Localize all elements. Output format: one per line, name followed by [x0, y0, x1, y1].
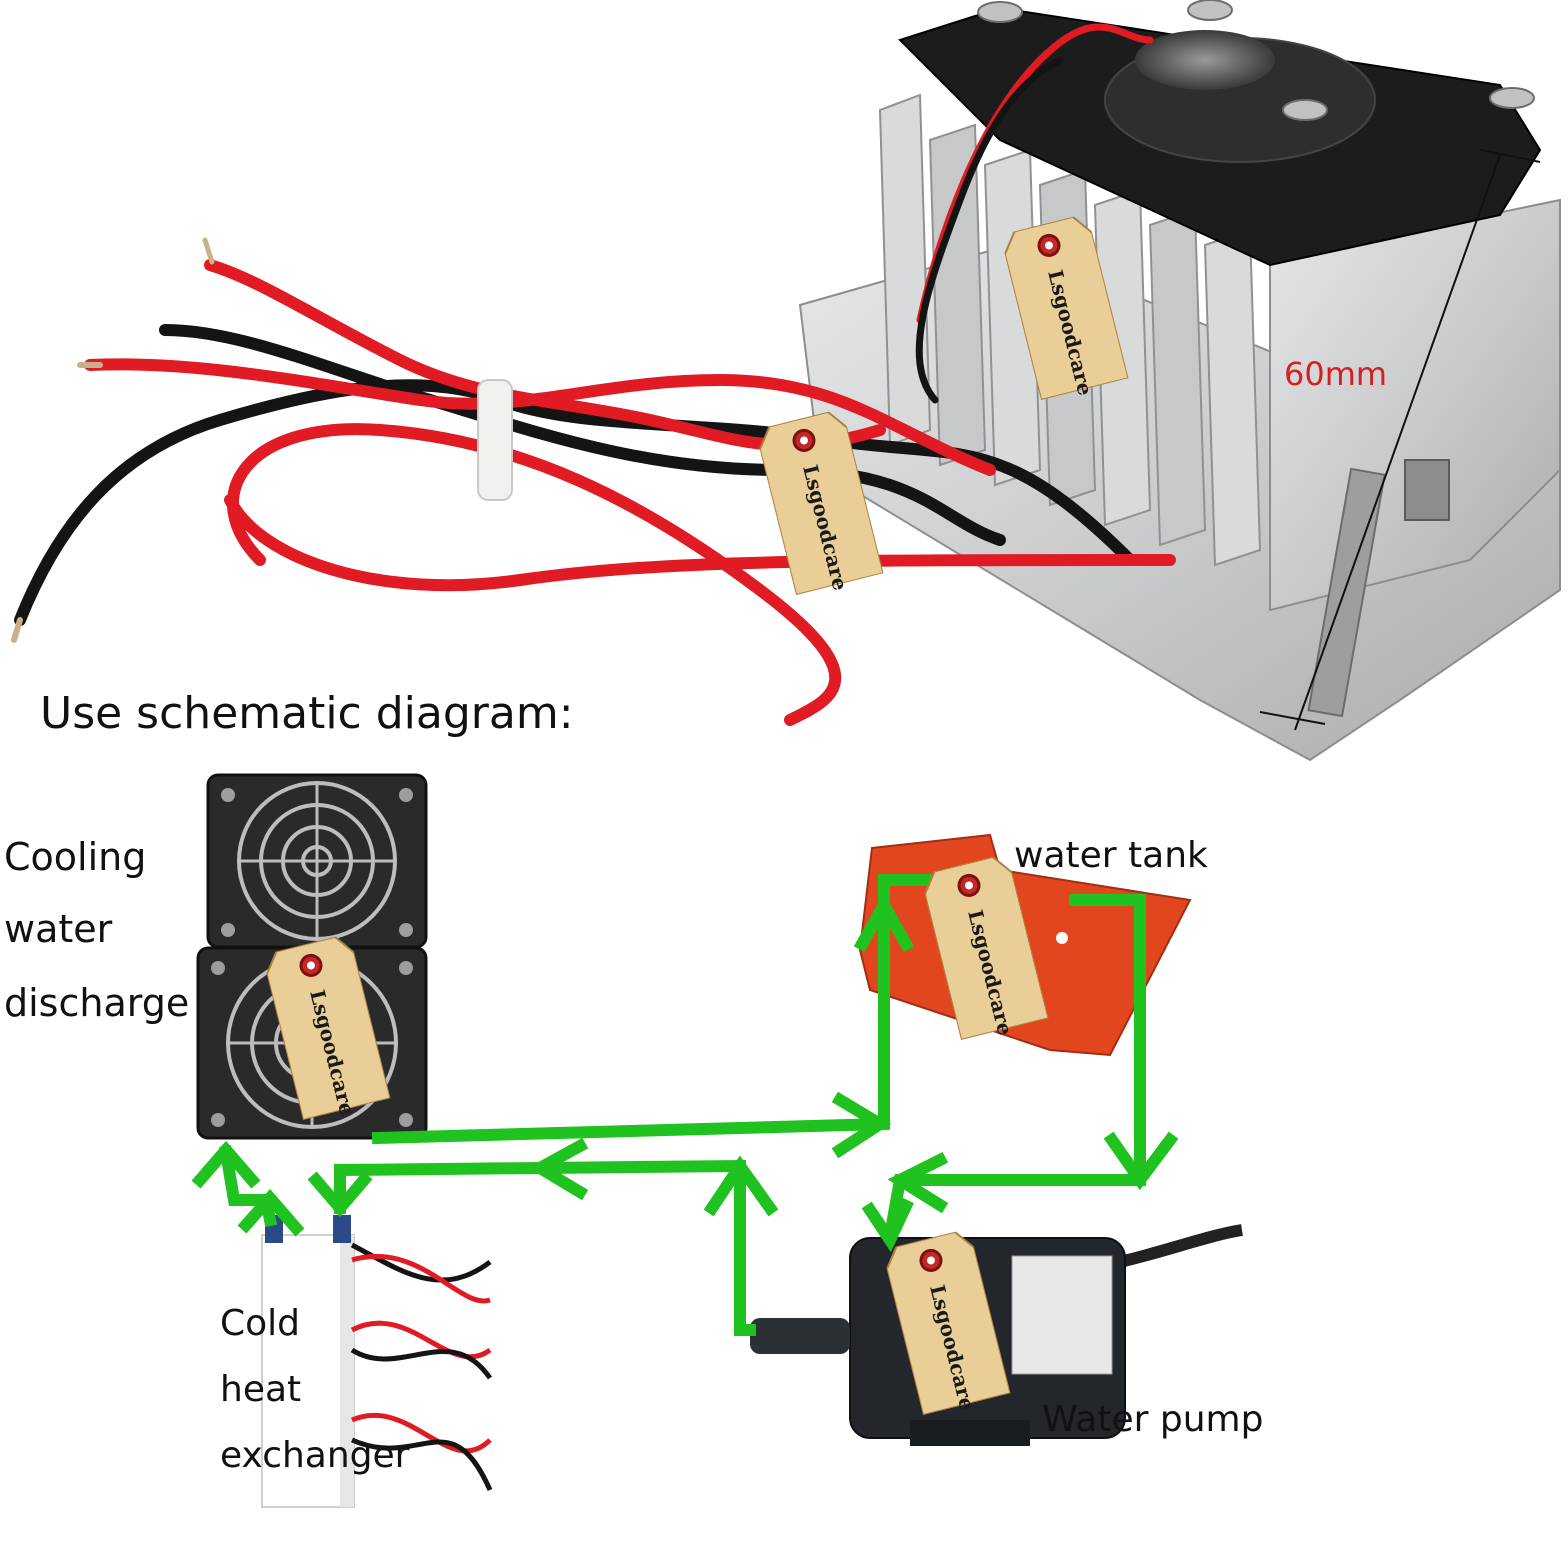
cold-exchanger-label-line-1: Cold [220, 1303, 301, 1344]
cold-exchanger-label-line-3: exchanger [220, 1435, 410, 1476]
cooling-label-line-1: Cooling [4, 835, 147, 879]
water-pump-label: Water pump [1042, 1399, 1264, 1440]
cooling-label-line-2: water [4, 907, 113, 951]
dimension-label: 60mm [1284, 355, 1388, 393]
schematic-title: Use schematic diagram: [40, 688, 574, 739]
cooling-label-line-3: discharge [4, 981, 190, 1025]
water-tank-label: water tank [1014, 835, 1208, 876]
heatsink-assembly [798, 0, 1561, 762]
heatsink-side-plate [1269, 198, 1561, 612]
fan-screws [977, 0, 1535, 121]
fan-hub [1135, 30, 1275, 90]
zip-tie [477, 379, 513, 501]
cold-exchanger-label-line-2: heat [220, 1369, 302, 1410]
dimension-line [1259, 149, 1541, 731]
cold-heat-exchanger [261, 1215, 493, 1508]
